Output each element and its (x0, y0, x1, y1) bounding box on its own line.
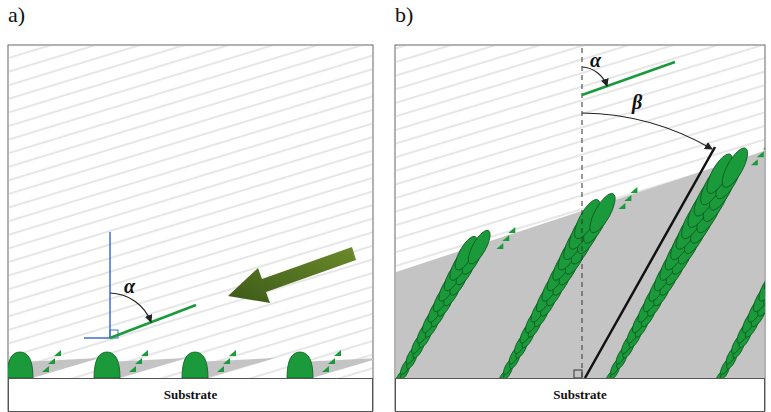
columns-group (395, 99, 765, 386)
flux-particle (54, 350, 61, 356)
flux-particle (751, 159, 758, 165)
substrate-normal (582, 48, 583, 378)
flux-particle (618, 203, 625, 209)
flux-particle (141, 350, 148, 356)
right-angle-mark (574, 370, 582, 378)
shadow-region (396, 151, 764, 378)
flux-particle (42, 366, 49, 372)
flux-particle (630, 187, 637, 193)
nucleus (8, 352, 33, 378)
substrate-band: Substrate (8, 378, 373, 412)
flux-particle (508, 227, 515, 233)
flux-particle (48, 358, 55, 364)
flux-direction-line (110, 305, 196, 338)
flux-particle (322, 366, 329, 372)
grain (717, 145, 752, 191)
substrate-band: Substrate (395, 378, 765, 412)
flux-particle (217, 366, 224, 372)
panel-label: b) (395, 4, 413, 26)
grain (585, 190, 620, 236)
flux-particle (229, 350, 236, 356)
hatch-background (396, 46, 764, 378)
angle-label: β (632, 92, 642, 112)
grain (761, 258, 765, 293)
flux-particle (223, 358, 230, 364)
flux-arrow (228, 247, 356, 303)
column-axis (585, 147, 715, 378)
flux-particle (624, 195, 631, 201)
panel-label: a) (8, 4, 25, 26)
substrate-label: Substrate (164, 387, 217, 403)
flux-particle (129, 366, 136, 372)
nucleus (94, 352, 120, 378)
flux-particle (502, 235, 509, 241)
angle-arc (582, 113, 712, 149)
nucleus (182, 352, 208, 378)
nuclei-group (8, 350, 373, 378)
nucleus (287, 352, 313, 378)
flux-particle (334, 350, 341, 356)
substrate-label: Substrate (553, 387, 606, 403)
flux-particle (135, 358, 142, 364)
angle-label: α (590, 50, 601, 70)
grain (464, 227, 494, 267)
flux-particle (496, 243, 503, 249)
angle-label: α (124, 276, 135, 296)
angle-arc (110, 293, 151, 322)
hatch-background (9, 46, 372, 378)
flux-particle (757, 151, 764, 157)
grain (755, 271, 765, 304)
panel-frame (395, 45, 765, 411)
panel-frame (8, 45, 373, 411)
flux-particle (763, 143, 765, 149)
normal-line (109, 232, 111, 338)
surface-tick (84, 337, 110, 339)
flux-particle (328, 358, 335, 364)
